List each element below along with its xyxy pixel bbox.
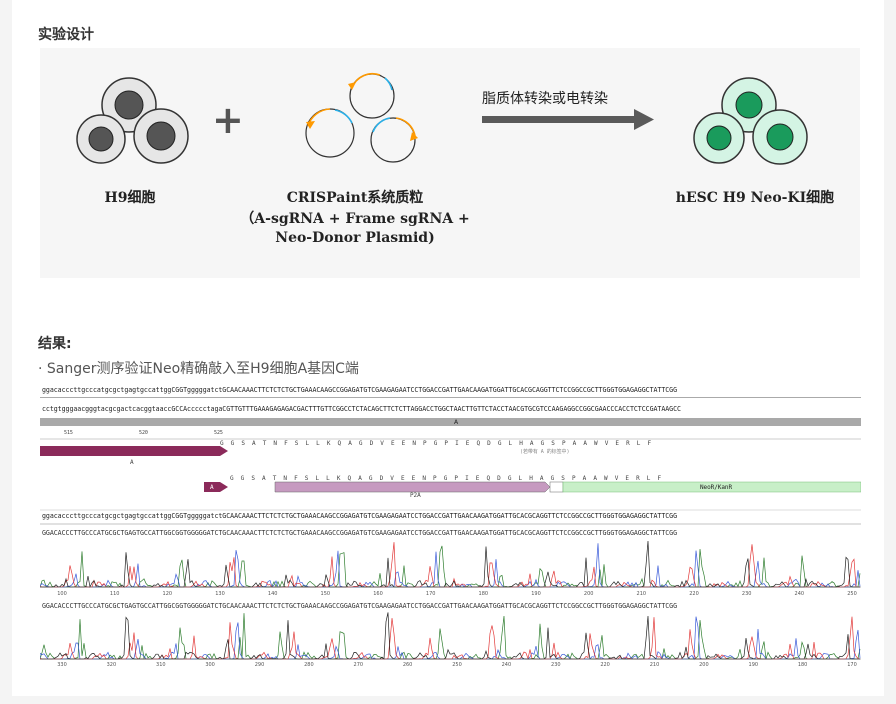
result-bullet: · Sanger测序验证Neo精确敲入至H9细胞A基因C端	[38, 361, 359, 377]
a-small-label: A	[210, 484, 214, 491]
axis1-tick: 240	[795, 591, 805, 597]
axis2-tick: 270	[354, 662, 364, 668]
neo-feature	[562, 481, 861, 493]
axis2-tick: 260	[403, 662, 413, 668]
design-panel: + 脂质体转染或电转染 H9细胞 CRISPaint系统质粒 （A-sgRNA …	[40, 48, 860, 278]
axis1-tick: 230	[742, 591, 752, 597]
axis2-tick: 180	[798, 662, 808, 668]
p2a-feature	[274, 481, 551, 493]
axis1-tick: 200	[584, 591, 594, 597]
design-illustration	[76, 72, 808, 165]
axis2-tick: 330	[57, 662, 67, 668]
axis1-tick: 110	[110, 591, 120, 597]
trace-line	[40, 543, 861, 588]
feature-a-bar	[40, 418, 861, 426]
sequence-graphics: A 100 110 120 130 140 150 160 170 180 190 200 210 22…	[40, 418, 861, 668]
axis2-tick: 320	[107, 662, 117, 668]
gene-a-arrow	[40, 446, 228, 456]
trace-line	[40, 542, 860, 588]
axis2-tick: 310	[156, 662, 166, 668]
ruler-a-525: 525	[214, 430, 223, 436]
strand-ruler	[40, 397, 861, 398]
plasmid-label: CRISPaint系统质粒	[286, 190, 424, 206]
axis1-tick: 190	[531, 591, 541, 597]
axis2-tick: 240	[502, 662, 512, 668]
axis1-tick: 210	[637, 591, 647, 597]
right-arrow-icon	[482, 109, 654, 130]
ruler-a-520: 520	[139, 430, 148, 436]
ruler-a-515: 515	[64, 430, 73, 436]
axis2-tick: 170	[847, 662, 857, 668]
axis1-tick: 150	[321, 591, 331, 597]
chromatogram-trace-2	[40, 612, 861, 661]
consensus-strand: ggacacccttgcccatgcgctgagtgccattggCGGTggg…	[42, 512, 678, 520]
axis2-tick: 280	[304, 662, 314, 668]
a-feature-small	[204, 482, 228, 492]
bottom-strand: cctgtgggaacgggtacgcgactcacggtaaccGCCAccc…	[42, 405, 681, 413]
read-1-sequence: GGACACCCTTGCCCATGCGCTGAGTGCCATTGGCGGTGGG…	[42, 529, 678, 537]
h9-cells-label: H9细胞	[104, 190, 156, 206]
ki-cells-icon	[693, 77, 808, 165]
aa-a: D T L A H A L S A I G G	[42, 440, 164, 447]
neo-label: NeoR/KanR	[700, 484, 733, 491]
trace-line	[40, 616, 861, 661]
results-title: 结果:	[38, 336, 72, 352]
plasmid-icon	[305, 72, 418, 163]
axis2-tick: 190	[749, 662, 759, 668]
note-text: (若带有 A 的标签中)	[520, 449, 570, 455]
plasmid-label-line2: （A-sgRNA + Frame sgRNA +	[240, 211, 470, 227]
axis1-tick: 130	[215, 591, 225, 597]
transfection-label: 脂质体转染或电转染	[482, 91, 608, 107]
axis2-tick: 250	[452, 662, 462, 668]
axis1-tick: 160	[373, 591, 383, 597]
axis1-tick: 120	[163, 591, 173, 597]
top-strand: ggacacccttgcccatgcgctgagtgccattggCGGTggg…	[42, 386, 678, 394]
feature-a-caption: A	[130, 459, 134, 466]
trace-line	[40, 540, 860, 588]
axis2-tick: 230	[551, 662, 561, 668]
axis1-tick: 220	[689, 591, 699, 597]
axis1-tick: 140	[268, 591, 278, 597]
axis1-tick: 170	[426, 591, 436, 597]
axis1-tick: 250	[847, 591, 857, 597]
h9-cells-icon	[76, 77, 189, 164]
axis2-tick: 210	[650, 662, 660, 668]
trace-line	[40, 545, 861, 588]
plus-sign: +	[212, 98, 244, 142]
axis1-tick: 100	[57, 591, 67, 597]
trace-axes: 100 110 120 130 140 150 160 170 180 190 200 210 220 2…	[57, 591, 857, 668]
chromatogram-trace-1	[40, 540, 861, 588]
axis2-tick: 200	[699, 662, 709, 668]
trace-line	[40, 613, 861, 660]
p2a-label: P2A	[410, 492, 421, 499]
aa-p2a: G G S A T N F S L L K Q A G D V E E N P …	[220, 440, 652, 447]
sequence-alignment: ggacacccttgcccatgcgctgagtgccattggCGGTggg…	[40, 382, 861, 670]
aa-p2a-row2: G G S A T N F S L L K Q A G D V E E N P …	[230, 475, 662, 482]
ki-cells-label: hESC H9 Neo-KI细胞	[675, 190, 835, 206]
plasmid-label-line3: Neo-Donor Plasmid)	[275, 230, 435, 246]
trace-line	[40, 616, 861, 660]
axis2-tick: 290	[255, 662, 265, 668]
feature-a-label: A	[454, 419, 459, 426]
axis2-tick: 300	[205, 662, 215, 668]
axis2-tick: 220	[600, 662, 610, 668]
read-2-sequence: GGACACCCTTGCCCATGCGCTGAGTGCCATTGGCGGTGGG…	[42, 602, 678, 610]
axis1-tick: 180	[479, 591, 489, 597]
design-title: 实验设计	[38, 27, 94, 43]
trace-line	[40, 612, 860, 660]
